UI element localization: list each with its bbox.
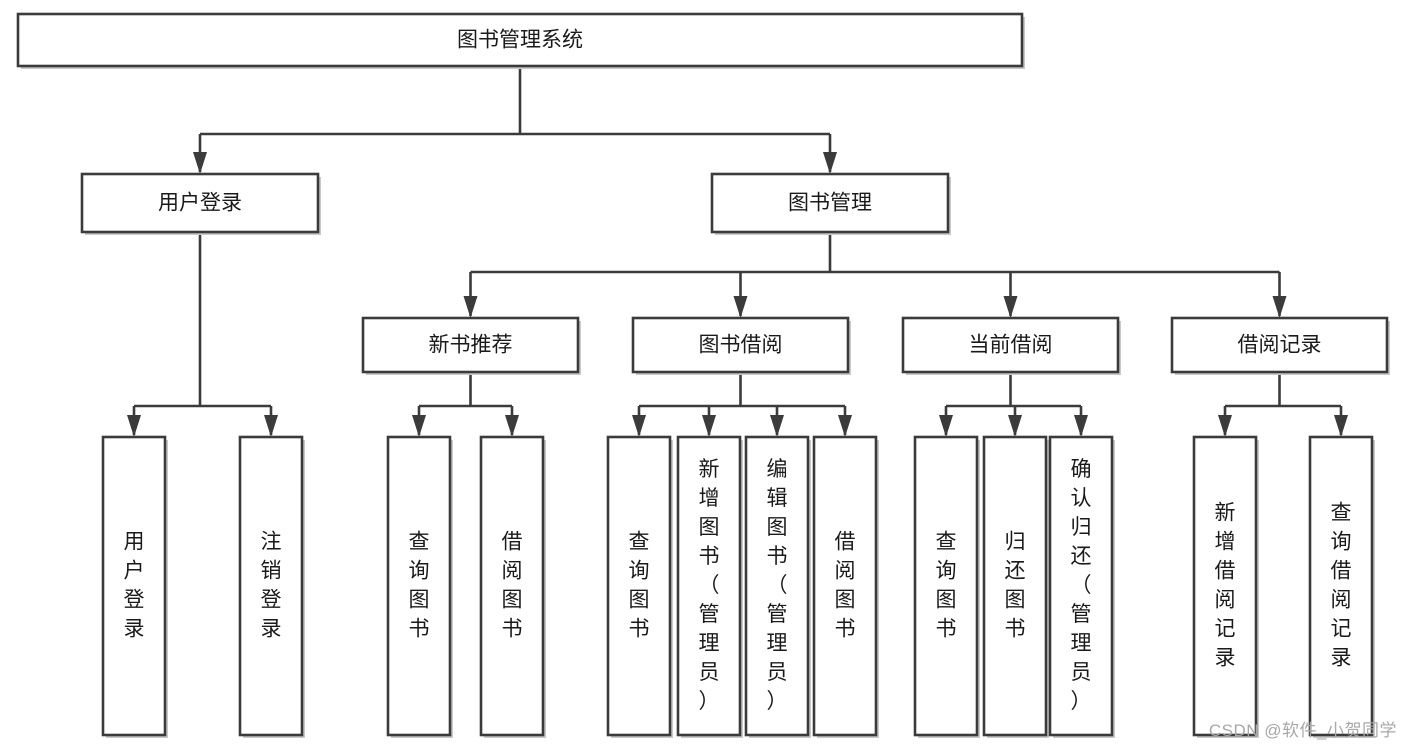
node-rect[interactable] xyxy=(982,435,1048,737)
node-l2-1[interactable]: 图书管理 xyxy=(710,172,951,235)
node-leaf-7[interactable]: 借阅图书 xyxy=(812,435,879,738)
node-rect[interactable] xyxy=(676,435,742,737)
arrow-head-icon xyxy=(1334,415,1348,437)
node-l3-0[interactable]: 新书推荐 xyxy=(361,316,581,375)
node-root-0[interactable]: 图书管理系统 xyxy=(16,12,1025,69)
arrow-head-icon xyxy=(1074,415,1088,437)
node-leaf-1[interactable]: 注销登录 xyxy=(238,435,305,738)
arrow-head-icon xyxy=(127,415,141,437)
node-label: 图书借阅 xyxy=(699,334,783,357)
arrow-head-icon xyxy=(770,415,784,437)
node-leaf-6[interactable]: 编辑图书（管理员） xyxy=(744,435,811,738)
arrow-head-icon xyxy=(463,296,478,318)
arrow-head-icon xyxy=(838,415,852,437)
arrow-head-icon xyxy=(193,152,207,174)
node-label: 用户登录 xyxy=(158,192,242,215)
arrow-head-icon xyxy=(1218,415,1232,437)
node-leaf-3[interactable]: 借阅图书 xyxy=(479,435,546,738)
node-leaf-9[interactable]: 归还图书 xyxy=(982,435,1049,738)
node-label: 当前借阅 xyxy=(969,334,1053,357)
node-rect[interactable] xyxy=(901,316,1120,374)
node-rect[interactable] xyxy=(1170,316,1389,374)
node-leaf-10[interactable]: 确认归还（管理员） xyxy=(1048,435,1115,738)
node-rect[interactable] xyxy=(1308,435,1374,737)
connector-layer xyxy=(127,66,1348,437)
node-leaf-2[interactable]: 查询图书 xyxy=(386,435,453,738)
node-rect[interactable] xyxy=(812,435,878,737)
node-label: 图书管理系统 xyxy=(457,29,583,52)
node-leaf-12[interactable]: 查询借阅记录 xyxy=(1308,435,1375,738)
node-l3-3[interactable]: 借阅记录 xyxy=(1170,316,1390,375)
arrow-head-icon xyxy=(823,152,837,174)
node-rect[interactable] xyxy=(631,316,850,374)
node-rect[interactable] xyxy=(1192,435,1258,737)
node-rect[interactable] xyxy=(479,435,545,737)
node-rect[interactable] xyxy=(80,172,320,234)
node-rect[interactable] xyxy=(361,316,580,374)
arrow-head-icon xyxy=(1003,296,1018,318)
node-label: 查询图书 xyxy=(629,531,650,641)
node-label: 确认归还（管理员） xyxy=(1071,458,1092,713)
node-label: 注销登录 xyxy=(261,531,282,641)
node-label: 归还图书 xyxy=(1005,531,1026,641)
node-label: 编辑图书（管理员） xyxy=(767,458,788,713)
node-label: 借阅记录 xyxy=(1238,334,1322,357)
node-l3-1[interactable]: 图书借阅 xyxy=(631,316,851,375)
node-label: 查询借阅记录 xyxy=(1331,502,1352,670)
node-rect[interactable] xyxy=(606,435,672,737)
node-leaf-8[interactable]: 查询图书 xyxy=(913,435,980,738)
node-label: 新增借阅记录 xyxy=(1215,502,1236,670)
arrow-head-icon xyxy=(412,415,426,437)
node-rect[interactable] xyxy=(913,435,979,737)
node-rect[interactable] xyxy=(101,435,167,737)
node-rect[interactable] xyxy=(238,435,304,737)
arrow-head-icon xyxy=(1272,296,1287,318)
node-label: 用户登录 xyxy=(124,531,145,641)
node-l3-2[interactable]: 当前借阅 xyxy=(901,316,1121,375)
node-leaf-5[interactable]: 新增图书（管理员） xyxy=(676,435,743,738)
node-leaf-4[interactable]: 查询图书 xyxy=(606,435,673,738)
arrow-head-icon xyxy=(632,415,646,437)
arrow-head-icon xyxy=(733,296,748,318)
node-rect[interactable] xyxy=(710,172,950,234)
node-layer: 图书管理系统用户登录图书管理新书推荐图书借阅当前借阅借阅记录用户登录注销登录查询… xyxy=(16,12,1390,738)
node-label: 新增图书（管理员） xyxy=(699,458,720,713)
arrow-head-icon xyxy=(505,415,519,437)
node-l2-0[interactable]: 用户登录 xyxy=(80,172,321,235)
arrow-head-icon xyxy=(1008,415,1022,437)
node-rect[interactable] xyxy=(744,435,810,737)
node-rect[interactable] xyxy=(16,12,1024,68)
node-rect[interactable] xyxy=(1048,435,1114,737)
node-label: 查询图书 xyxy=(936,531,957,641)
arrow-head-icon xyxy=(939,415,953,437)
node-label: 借阅图书 xyxy=(835,531,856,641)
node-label: 查询图书 xyxy=(409,531,430,641)
arrow-head-icon xyxy=(702,415,716,437)
node-label: 图书管理 xyxy=(788,192,872,215)
node-leaf-11[interactable]: 新增借阅记录 xyxy=(1192,435,1259,738)
node-leaf-0[interactable]: 用户登录 xyxy=(101,435,168,738)
node-label: 新书推荐 xyxy=(429,334,513,357)
node-rect[interactable] xyxy=(386,435,452,737)
node-label: 借阅图书 xyxy=(502,531,523,641)
arrow-head-icon xyxy=(264,415,278,437)
